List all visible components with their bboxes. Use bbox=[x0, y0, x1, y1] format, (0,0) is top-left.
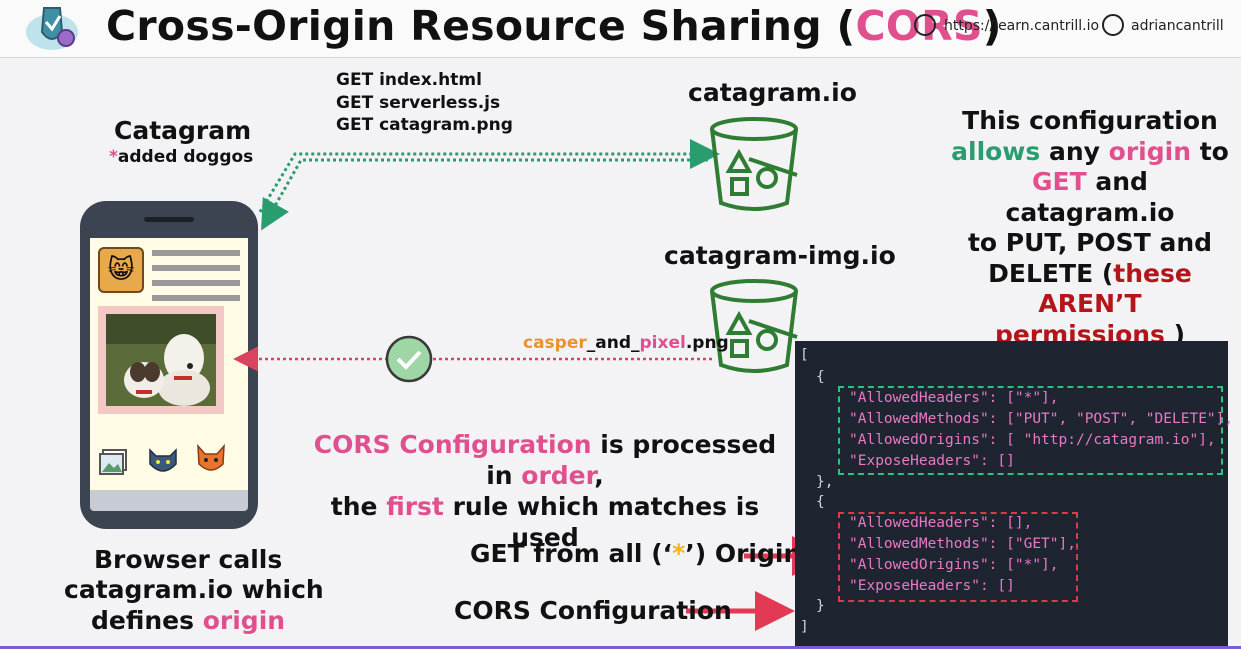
check-circle-icon bbox=[385, 335, 433, 383]
code-line: "AllowedOrigins": [ "http://catagram.io"… bbox=[849, 432, 1216, 448]
code-line: "AllowedMethods": ["GET"], bbox=[849, 536, 1076, 552]
config-explanation: This configuration allows any origin to … bbox=[951, 106, 1229, 349]
phone: 😸 bbox=[80, 201, 258, 529]
phone-home-bar bbox=[90, 490, 248, 511]
code-line: ] bbox=[800, 619, 809, 635]
code-line: { bbox=[816, 494, 825, 510]
twitter-icon bbox=[1102, 14, 1124, 36]
logo-icon bbox=[22, 2, 82, 54]
request-3: GET catagram.png bbox=[336, 115, 513, 135]
request-2: GET serverless.js bbox=[336, 93, 501, 113]
order-note: CORS Configuration is processed in order… bbox=[313, 430, 777, 552]
phone-caption-line2: catagram.io which bbox=[64, 575, 324, 604]
cors-json-panel: [ { "AllowedHeaders": ["*"], "AllowedMet… bbox=[795, 341, 1233, 646]
fox-cat-icon bbox=[194, 442, 228, 478]
cors-config-callout: CORS Configuration bbox=[454, 596, 732, 625]
code-line: "AllowedOrigins": ["*"], bbox=[849, 557, 1059, 573]
website-link[interactable]: https://learn.cantrill.io bbox=[944, 18, 1100, 34]
s3-bucket-icon bbox=[709, 277, 801, 377]
image-filename: casper_and_pixel.png bbox=[523, 333, 729, 353]
text-placeholder-lines bbox=[152, 250, 240, 301]
phone-screen: 😸 bbox=[90, 238, 248, 490]
gallery-icon bbox=[98, 448, 128, 476]
dog-photo bbox=[98, 306, 224, 414]
phone-caption-line1: Browser calls bbox=[94, 545, 283, 574]
s3-bucket-icon bbox=[709, 115, 801, 215]
code-line: [ bbox=[800, 347, 809, 363]
phone-speaker bbox=[144, 217, 194, 222]
twitter-handle[interactable]: adriancantrill bbox=[1131, 18, 1224, 34]
code-line: }, bbox=[816, 474, 834, 490]
code-line: "ExposeHeaders": [] bbox=[849, 578, 1015, 594]
get-all-origins-callout: GET from all (‘*’) Origins bbox=[470, 539, 817, 568]
code-line: "ExposeHeaders": [] bbox=[849, 453, 1015, 469]
request-1: GET index.html bbox=[336, 70, 482, 90]
bottom-accent-line bbox=[0, 646, 1241, 649]
code-line: "AllowedHeaders": [], bbox=[849, 515, 1033, 531]
cat-avatar-icon: 😸 bbox=[98, 247, 144, 293]
bucket-label-catagram-img: catagram-img.io bbox=[664, 241, 896, 270]
code-line: "AllowedHeaders": ["*"], bbox=[849, 390, 1059, 406]
rule1-highlight bbox=[838, 386, 1223, 475]
phone-caption-line3: defines origin bbox=[91, 606, 286, 635]
header-bar: Cross-Origin Resource Sharing (CORS) htt… bbox=[0, 0, 1241, 58]
code-line: { bbox=[816, 369, 825, 385]
code-line: } bbox=[816, 598, 825, 614]
bucket-label-catagram: catagram.io bbox=[688, 78, 857, 107]
app-note: *added doggos bbox=[109, 147, 254, 167]
app-name: Catagram bbox=[114, 116, 252, 145]
rule2-highlight bbox=[838, 512, 1078, 602]
panther-icon bbox=[146, 444, 180, 478]
page-title: Cross-Origin Resource Sharing (CORS) bbox=[106, 2, 1002, 50]
code-line: "AllowedMethods": ["PUT", "POST", "DELET… bbox=[849, 411, 1234, 427]
compass-icon bbox=[914, 14, 936, 36]
